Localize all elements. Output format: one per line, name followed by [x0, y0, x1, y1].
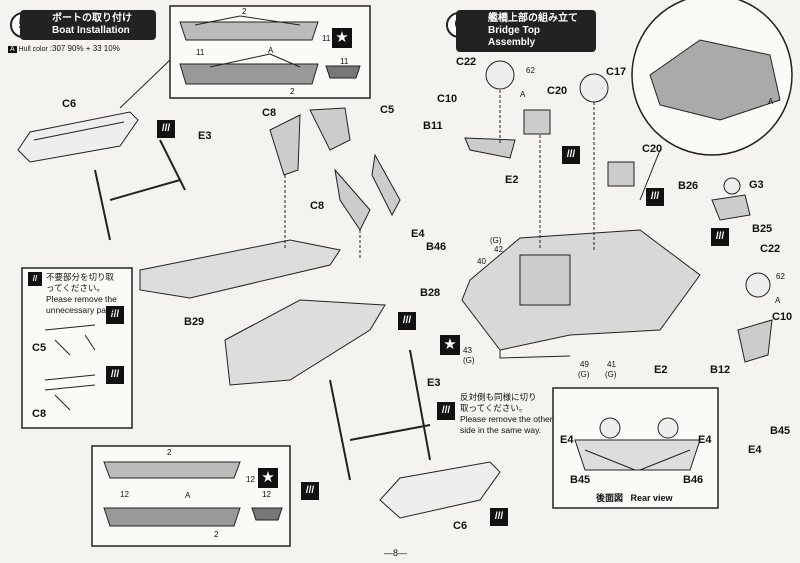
hull-color-note: A Hull color :307 90% + 33 10%	[8, 44, 120, 53]
cut-icon: ///	[490, 508, 508, 526]
label-c6-bottom: C6	[453, 520, 468, 532]
label-c17: C17	[606, 66, 627, 78]
callout-40: 40	[477, 257, 486, 266]
label-e2-bottom: E2	[654, 364, 668, 376]
rear-label-e4-left: E4	[560, 434, 574, 446]
callout-49: 49	[580, 360, 589, 369]
label-c20-a: C20	[547, 85, 568, 97]
label-b12: B12	[710, 364, 731, 376]
star-icon: ★	[332, 28, 352, 48]
label-c22-right: C22	[760, 243, 781, 255]
callout-2b: 2	[290, 87, 295, 96]
label-c22-top: C22	[456, 56, 477, 68]
star-icon: ★	[440, 335, 460, 355]
label-b26: B26	[678, 180, 699, 192]
page-number: —8—	[384, 548, 408, 558]
callout-62b: 62	[776, 272, 785, 281]
label-e4-right: E4	[748, 444, 762, 456]
callout-g3: (G)	[578, 370, 590, 379]
cut-icon: ///	[646, 188, 664, 206]
label-e2-top: E2	[505, 174, 519, 186]
label-b25: B25	[752, 223, 773, 235]
label-b28: B28	[420, 287, 441, 299]
cut-icon: ///	[398, 312, 416, 330]
opposite-jp-1: 反対側も同様に切り	[460, 392, 537, 402]
cut-instructions: // 不要部分を切り取 ってください。 Please remove the un…	[28, 272, 130, 316]
step6-header: 6 艦橋上部の組み立て Bridge Top Assembly	[442, 10, 596, 52]
star-icon: ★	[258, 468, 278, 488]
callout-a-a: A	[268, 46, 274, 55]
opposite-en-1: Please remove the other	[460, 414, 553, 424]
rear-label-e4-right: E4	[698, 434, 712, 446]
callout-2d: 2	[214, 530, 219, 539]
rear-view-jp: 後面図	[596, 493, 624, 503]
callout-43: 43	[463, 346, 472, 355]
callout-41: 41	[607, 360, 616, 369]
callout-12c: 12	[262, 490, 271, 499]
callout-12a: 12	[246, 475, 255, 484]
callout-11a: 11	[322, 34, 331, 43]
label-c10-top: C10	[437, 93, 458, 105]
callout-a-e: A	[768, 97, 774, 106]
label-c5-top: C5	[380, 104, 395, 116]
label-c8-box: C8	[32, 408, 47, 420]
cut-text-en-2: unnecessary parts.	[46, 305, 118, 315]
rear-label-b45: B45	[570, 474, 591, 486]
step5-title: ボートの取り付け Boat Installation	[20, 10, 156, 40]
callout-g4: (G)	[605, 370, 617, 379]
label-e3-top: E3	[198, 130, 212, 142]
label-c8-top: C8	[262, 107, 277, 119]
step5-header: 5 ボートの取り付け Boat Installation	[6, 10, 156, 40]
label-b46: B46	[426, 241, 447, 253]
cut-icon: ///	[301, 482, 319, 500]
callout-11c: 11	[340, 57, 349, 66]
callout-g2: (G)	[490, 236, 502, 245]
rear-view-caption: 後面図 Rear view	[596, 491, 673, 504]
cut-text-jp-2: ってください。	[46, 283, 105, 293]
label-g3: G3	[749, 179, 764, 191]
cut-text-en-1: Please remove the	[46, 294, 117, 304]
callout-12b: 12	[120, 490, 129, 499]
cut-icon: ///	[157, 120, 175, 138]
opposite-jp-2: 取ってください。	[460, 403, 528, 413]
hull-color-label: Hull color	[18, 46, 48, 53]
label-c5-box: C5	[32, 342, 47, 354]
callout-62a: 62	[526, 66, 535, 75]
step6-title: 艦橋上部の組み立て Bridge Top Assembly	[456, 10, 596, 52]
label-c6-top: C6	[62, 98, 77, 110]
opposite-en-2: side in the same way.	[460, 425, 542, 435]
opposite-side-note: 反対側も同様に切り 取ってください。 Please remove the oth…	[460, 392, 570, 436]
cut-icon: ///	[106, 306, 124, 324]
rear-label-b46: B46	[683, 474, 704, 486]
rear-view-en: Rear view	[630, 493, 673, 503]
cut-icon: //	[28, 272, 42, 286]
callout-42: 42	[494, 245, 503, 254]
callout-2a: 2	[242, 7, 247, 16]
step6-title-en: Bridge Top Assembly	[488, 25, 541, 48]
callout-a-c: A	[520, 90, 526, 99]
hull-color-value: :307 90% + 33 10%	[49, 44, 120, 53]
label-c8-mid: C8	[310, 200, 325, 212]
callout-a-b: A	[185, 491, 191, 500]
callout-2c: 2	[167, 448, 172, 457]
callout-a-d: A	[775, 296, 781, 305]
label-b45-right: B45	[770, 425, 791, 437]
label-e3-bottom: E3	[427, 377, 441, 389]
cut-icon: ///	[562, 146, 580, 164]
cut-icon: ///	[437, 402, 455, 420]
cut-text-jp-1: 不要部分を切り取	[46, 272, 115, 282]
label-c10-right: C10	[772, 311, 793, 323]
step5-title-jp: ボートの取り付け	[52, 13, 132, 24]
label-e4-mid: E4	[411, 228, 425, 240]
callout-g1: (G)	[463, 356, 475, 365]
label-b11: B11	[423, 120, 443, 132]
step6-title-jp: 艦橋上部の組み立て	[488, 13, 578, 24]
cut-icon: ///	[711, 228, 729, 246]
step5-title-en: Boat Installation	[52, 25, 130, 36]
cut-icon: ///	[106, 366, 124, 384]
callout-11b: 11	[196, 48, 205, 57]
label-c20-b: C20	[642, 143, 663, 155]
label-b29: B29	[184, 316, 205, 328]
